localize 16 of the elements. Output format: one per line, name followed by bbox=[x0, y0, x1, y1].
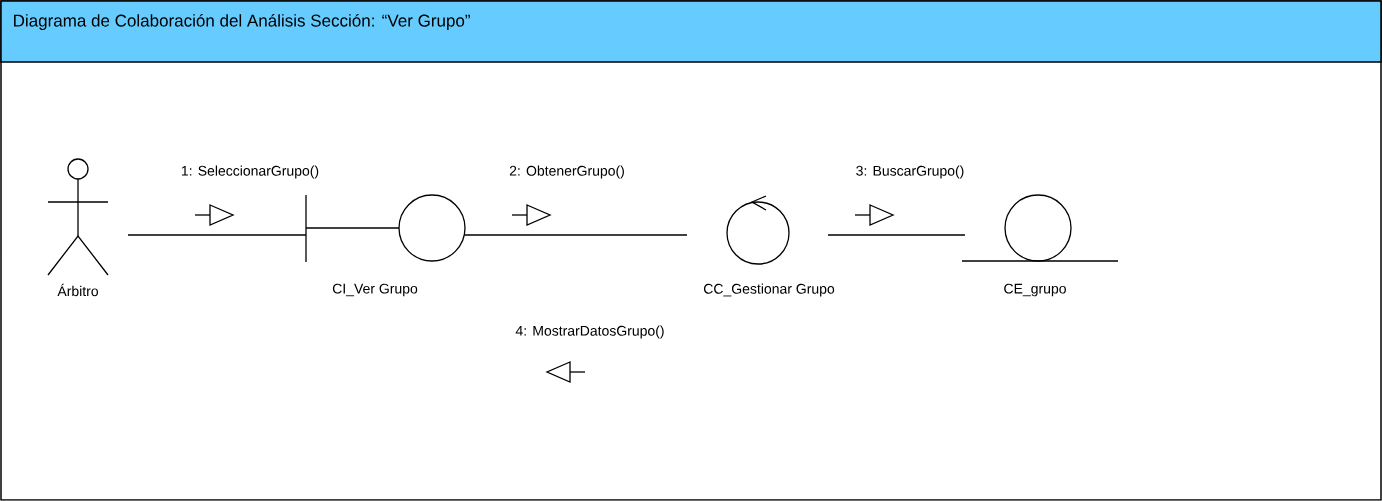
link-line bbox=[127, 234, 307, 236]
boundary-object: CI_Ver Grupo bbox=[305, 194, 466, 297]
message-label: 3: BuscarGrupo() bbox=[856, 165, 964, 179]
actor-figure: Árbitro bbox=[47, 158, 109, 297]
node-label: CC_Gestionar Grupo bbox=[703, 283, 835, 297]
node-label: Árbitro bbox=[57, 283, 99, 297]
control-object: CC_Gestionar Grupo bbox=[703, 195, 835, 297]
message-label: 2: ObtenerGrupo() bbox=[509, 165, 624, 179]
message-label: 4: MostrarDatosGrupo() bbox=[515, 325, 664, 339]
link-line bbox=[827, 234, 966, 236]
node-label: CE_grupo bbox=[1004, 283, 1066, 297]
node-label: CI_Ver Grupo bbox=[332, 283, 418, 297]
title-band: Diagrama de Colaboración del Análisis Sección: “Ver Grupo” bbox=[0, 0, 1382, 63]
message-label: 1: SeleccionarGrupo() bbox=[181, 165, 319, 179]
link-line bbox=[464, 234, 688, 236]
entity-object: CE_grupo bbox=[961, 194, 1119, 297]
